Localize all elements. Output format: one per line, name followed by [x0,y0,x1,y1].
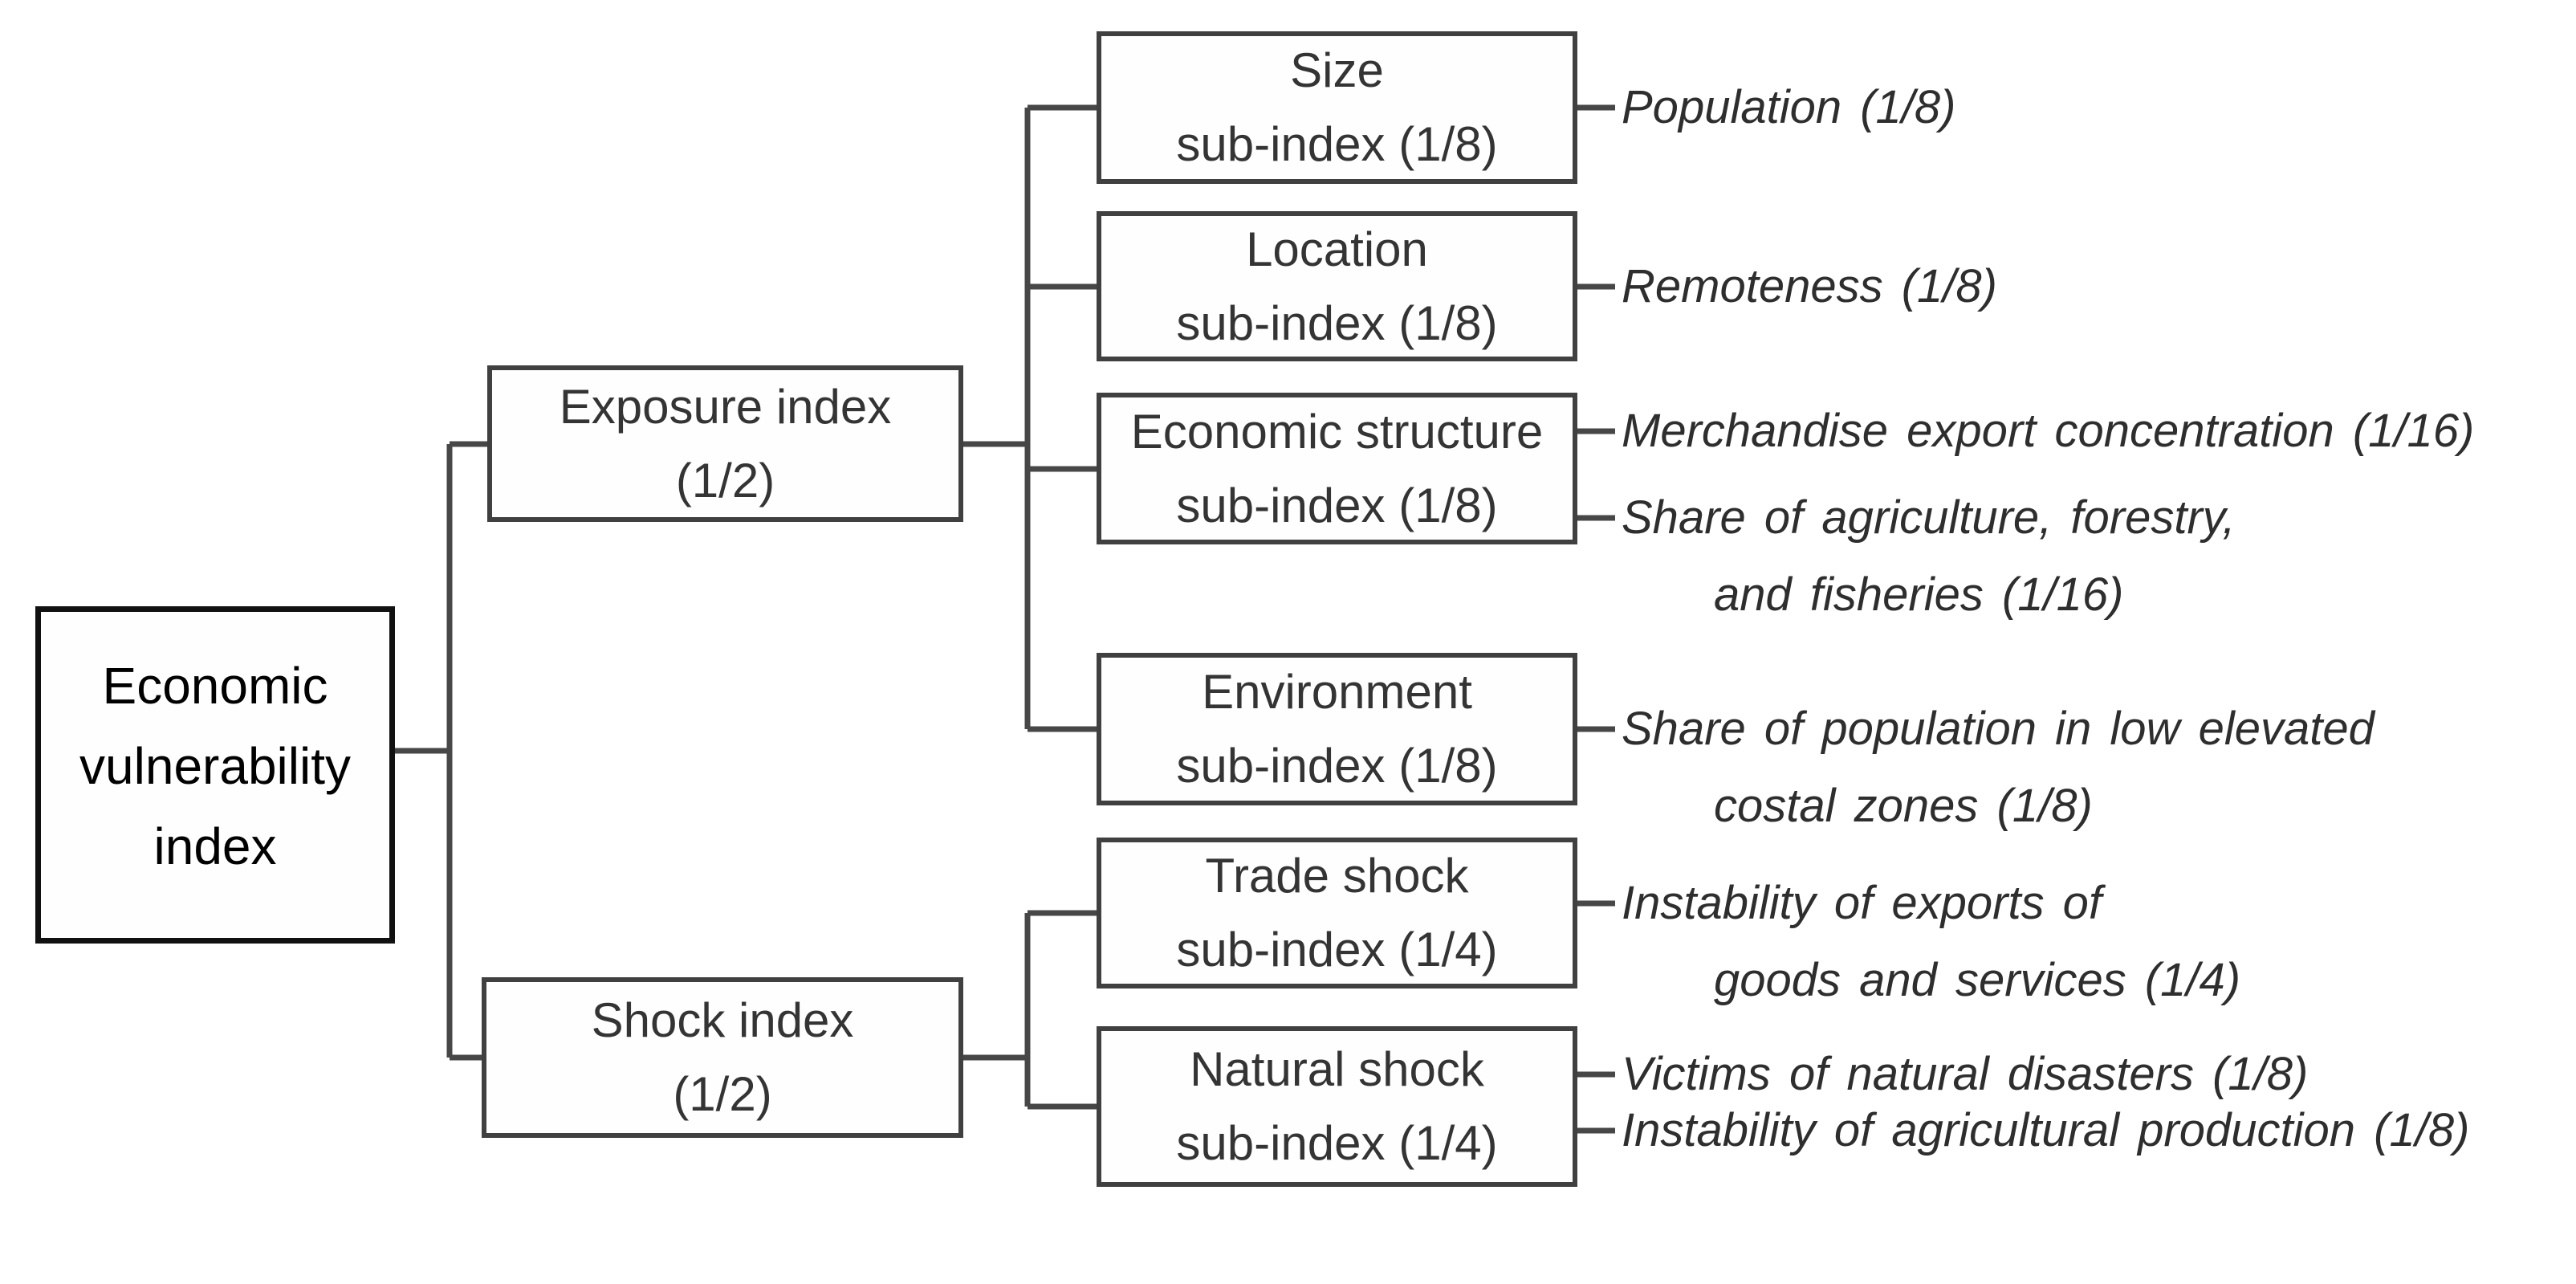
root-label-line1: Economic [102,657,328,715]
indicator-low-elevated-line2: costal zones (1/8) [1714,780,2093,832]
size-sub-index-label: Size [1290,43,1384,97]
trade-shock-sub-index-label: Trade shock [1205,849,1469,903]
indicator-instability-exports: Instability of exports of goods and serv… [1622,865,2576,1019]
indicator-population: Population (1/8) [1622,69,2576,146]
exposure-index-label: Exposure index [559,379,892,434]
root-label-line3: index [153,817,277,875]
indicator-instability-agricultural-production: Instability of agricultural production (… [1622,1092,2576,1169]
indicator-population-text: Population (1/8) [1622,81,1956,133]
indicator-share-agriculture-forestry-fisheries: Share of agriculture, forestry, and fish… [1622,479,2576,634]
node-environment-sub-index: Environment sub-index (1/8) [1097,653,1577,805]
indicator-victims-text: Victims of natural disasters (1/8) [1622,1048,2309,1100]
node-trade-shock-sub-index: Trade shock sub-index (1/4) [1097,838,1577,988]
trade-shock-sub-index-weight: sub-index (1/4) [1176,923,1498,976]
exposure-index-weight: (1/2) [675,453,775,507]
node-economic-structure-sub-index: Economic structure sub-index (1/8) [1097,393,1577,544]
natural-shock-sub-index-weight: sub-index (1/4) [1176,1116,1498,1170]
indicator-remoteness-text: Remoteness (1/8) [1622,260,1997,312]
node-exposure-index: Exposure index (1/2) [487,365,963,522]
environment-sub-index-weight: sub-index (1/8) [1176,739,1498,793]
economic-structure-sub-index-weight: sub-index (1/8) [1176,478,1498,532]
shock-index-weight: (1/2) [673,1067,772,1121]
node-economic-vulnerability-index: Economic vulnerability index [35,606,395,944]
indicator-agri-instability-text: Instability of agricultural production (… [1622,1104,2470,1156]
indicator-agriculture-line1: Share of agriculture, forestry, [1622,491,2236,544]
indicator-export-instability-line1: Instability of exports of [1622,877,2102,929]
natural-shock-sub-index-label: Natural shock [1190,1042,1484,1096]
root-label-line2: vulnerability [79,737,351,795]
node-size-sub-index: Size sub-index (1/8) [1097,31,1577,184]
indicator-share-population-low-elevated: Share of population in low elevated cost… [1622,691,2576,845]
location-sub-index-weight: sub-index (1/8) [1176,296,1498,350]
indicator-export-instability-line2: goods and services (1/4) [1714,954,2241,1006]
economic-structure-sub-index-label: Economic structure [1130,404,1544,459]
indicator-remoteness: Remoteness (1/8) [1622,248,2576,325]
node-location-sub-index: Location sub-index (1/8) [1097,211,1577,361]
node-natural-shock-sub-index: Natural shock sub-index (1/4) [1097,1026,1577,1187]
indicator-low-elevated-line1: Share of population in low elevated [1622,703,2375,755]
size-sub-index-weight: sub-index (1/8) [1176,117,1498,171]
node-shock-index: Shock index (1/2) [482,977,963,1138]
environment-sub-index-label: Environment [1202,665,1472,719]
indicator-victims-natural-disasters: Victims of natural disasters (1/8) [1622,1036,2576,1113]
shock-index-label: Shock index [591,993,854,1047]
indicator-agriculture-line2: and fisheries (1/16) [1714,569,2124,621]
location-sub-index-label: Location [1246,222,1428,276]
indicator-merchandise-export-concentration: Merchandise export concentration (1/16) [1622,393,2576,470]
indicator-merchandise-text: Merchandise export concentration (1/16) [1622,405,2475,457]
